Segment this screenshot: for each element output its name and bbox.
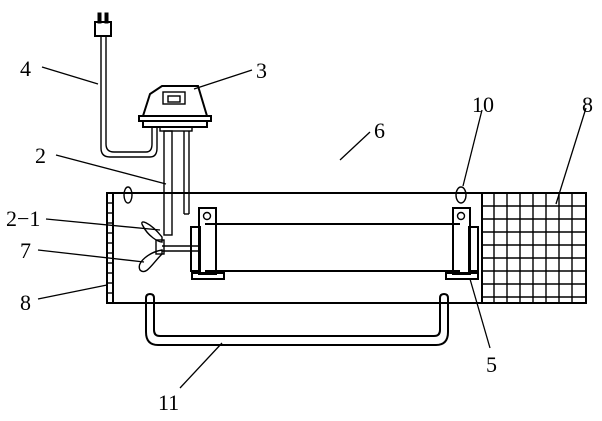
label-10: 10 — [472, 92, 494, 117]
leader-lines — [37, 66, 587, 389]
uv-lamp-tube — [162, 223, 460, 272]
label-5: 5 — [486, 352, 497, 377]
vent-hole-left — [123, 186, 133, 204]
carry-handle — [145, 292, 449, 346]
label-8-left: 8 — [20, 290, 31, 315]
drive-shaft — [163, 130, 190, 236]
tank-body — [106, 192, 482, 304]
lamp-holder-left — [190, 207, 225, 280]
power-plug — [94, 12, 112, 37]
label-4: 4 — [20, 56, 31, 81]
label-8-right: 8 — [582, 92, 593, 117]
inlet-screen-left — [106, 192, 114, 304]
label-11: 11 — [158, 390, 179, 415]
label-2: 2 — [35, 143, 46, 168]
power-cord — [100, 36, 158, 158]
propeller — [138, 221, 165, 273]
outlet-filter-mesh — [481, 192, 587, 304]
motor-housing — [138, 85, 212, 132]
vent-hole-right — [455, 186, 467, 204]
label-2-1: 2−1 — [6, 206, 40, 231]
lamp-holder-right — [445, 207, 479, 280]
label-3: 3 — [256, 58, 267, 83]
label-6: 6 — [374, 118, 385, 143]
label-7: 7 — [20, 238, 31, 263]
